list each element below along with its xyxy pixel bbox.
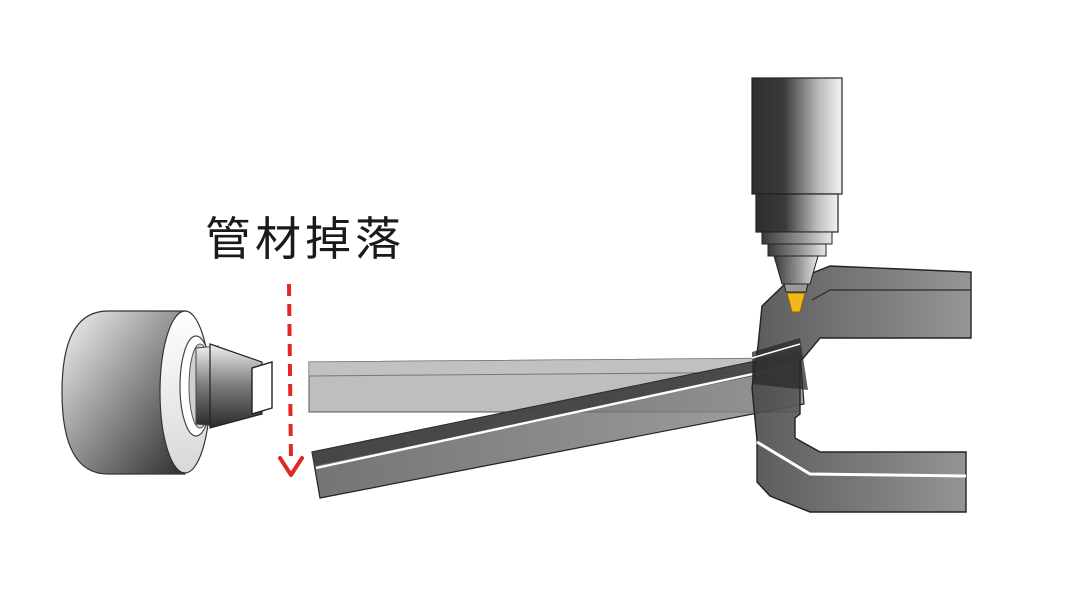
laser-head-icon — [751, 77, 843, 313]
chuck-icon — [61, 310, 273, 475]
support-fork-icon — [751, 265, 972, 513]
fall-arrow-icon — [278, 283, 304, 477]
falling-tube — [311, 351, 805, 499]
diagram-caption: 管材掉落 — [205, 212, 405, 266]
